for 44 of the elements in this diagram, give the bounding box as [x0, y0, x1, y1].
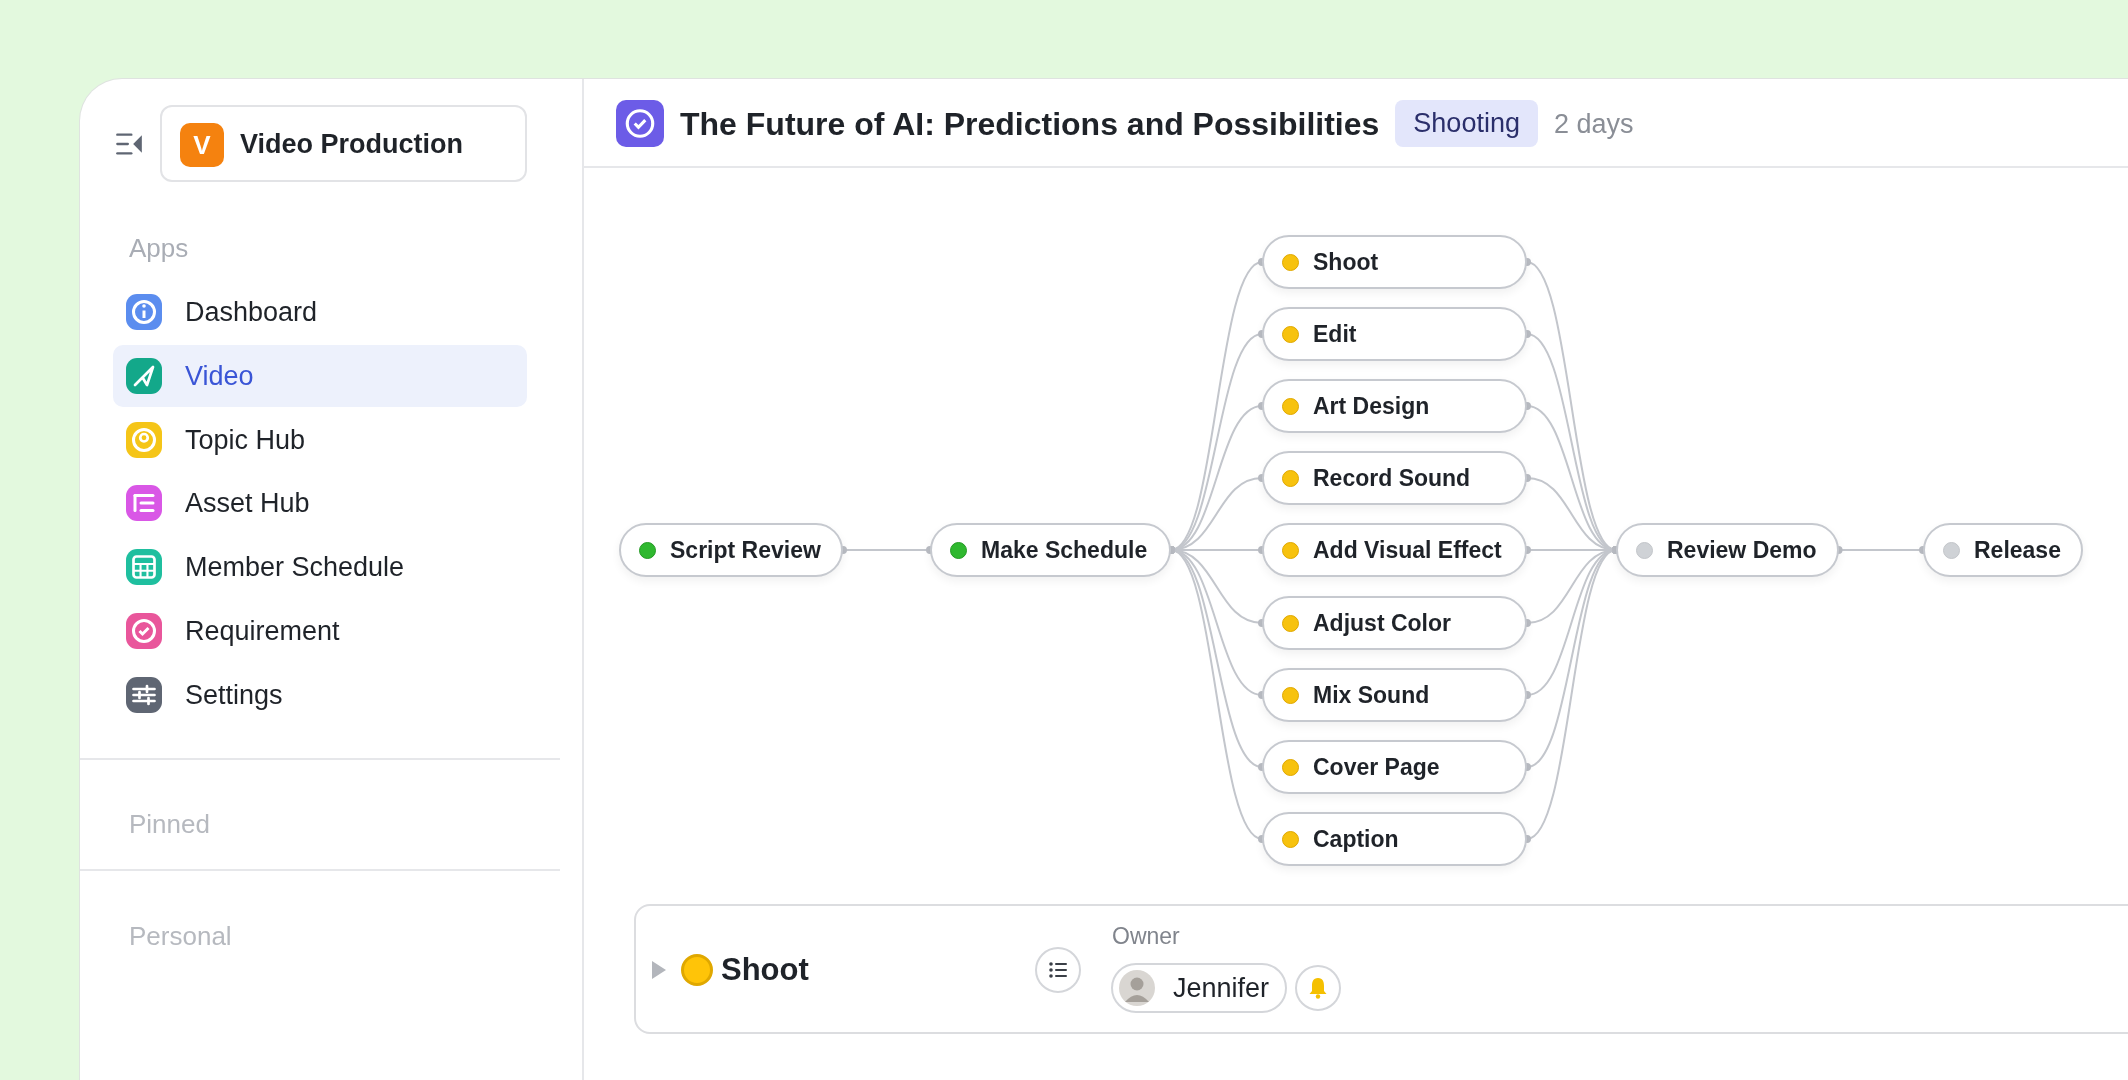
menu-item-label: Asset Hub [185, 487, 310, 519]
menu-item-label: Video [185, 360, 254, 392]
section-heading: Personal [129, 920, 232, 952]
process-pill [1262, 307, 1527, 361]
owner-name: Jennifer [1173, 973, 1270, 1003]
node-label: Script Review [670, 536, 821, 564]
process-pill [1262, 451, 1527, 505]
status-badge: Shooting [1395, 100, 1538, 147]
section-heading: Apps [129, 232, 189, 264]
process-pill [930, 523, 1171, 577]
task-title: Shoot [721, 952, 809, 988]
process-pill [1262, 596, 1527, 650]
workspace-name: Video Production [240, 128, 463, 160]
section-heading: Pinned [129, 808, 210, 840]
process-pill [1262, 668, 1527, 722]
process-pill [1262, 740, 1527, 794]
process-pill [1262, 235, 1527, 289]
node-label: Art Design [1313, 392, 1430, 420]
node-label: Review Demo [1667, 536, 1817, 564]
process-pill [1262, 523, 1527, 577]
node-label: Edit [1313, 320, 1357, 348]
node-label: Add Visual Effect [1313, 536, 1502, 564]
node-label: Adjust Color [1313, 609, 1451, 637]
menu-item-label: Member Schedule [185, 551, 405, 583]
workspace-initial-badge: V [180, 123, 224, 167]
process-pill [1616, 523, 1839, 577]
node-label: Caption [1313, 825, 1399, 853]
node-label: Make Schedule [981, 536, 1148, 564]
node-label: Mix Sound [1313, 681, 1430, 709]
duration-text: 2 days [1553, 108, 1634, 140]
menu-item-label: Dashboard [185, 296, 318, 328]
node-label: Release [1974, 536, 2061, 564]
node-label: Record Sound [1313, 464, 1471, 492]
menu-item-label: Settings [185, 679, 283, 711]
page-title: The Future of AI: Predictions and Possibilities [680, 105, 1380, 143]
node-label: Shoot [1313, 248, 1379, 276]
field-label: Owner [1112, 922, 1180, 950]
process-pill [1262, 379, 1527, 433]
node-label: Cover Page [1313, 753, 1440, 781]
process-pill [619, 523, 843, 577]
process-pill [1923, 523, 2083, 577]
process-pill [1262, 812, 1527, 866]
menu-item-label: Requirement [185, 615, 340, 647]
menu-item-label: Topic Hub [185, 424, 306, 456]
